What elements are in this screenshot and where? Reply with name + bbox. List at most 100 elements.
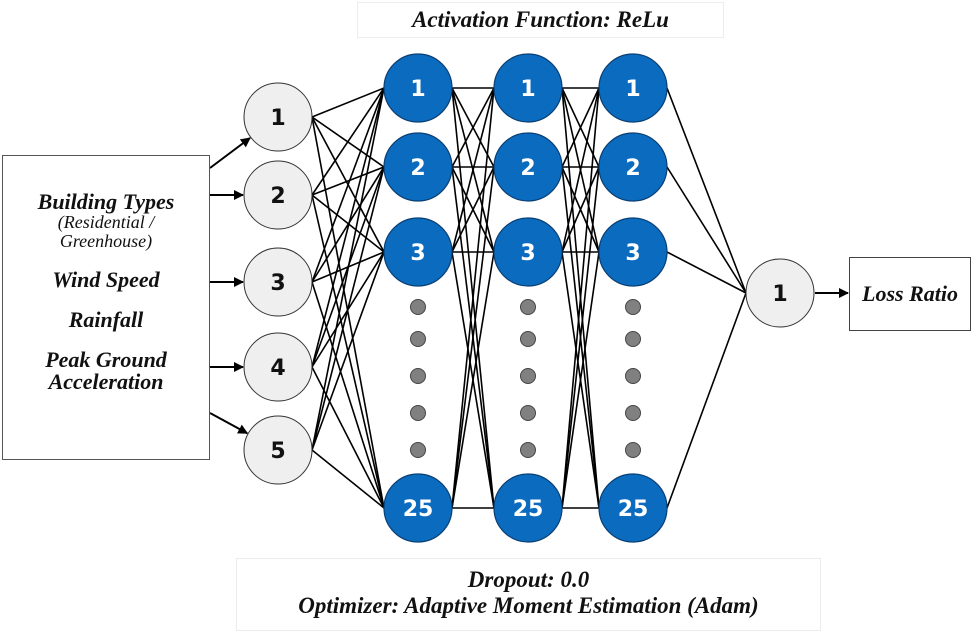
feature-peak-ground: Peak Ground <box>45 347 167 372</box>
edge-hidden-hidden <box>451 87 495 509</box>
input-node-circle <box>243 82 313 152</box>
hidden-node-circle <box>493 132 563 202</box>
edge-hidden-output <box>666 292 747 509</box>
ellipsis-dot <box>410 299 426 315</box>
edge-input-hidden1 <box>311 87 385 196</box>
edge-input-hidden1 <box>311 87 385 451</box>
ellipsis-dot <box>625 299 641 315</box>
ellipsis-dot <box>520 299 536 315</box>
hidden-node-circle <box>493 53 563 123</box>
hidden-node: 3 <box>598 217 668 287</box>
edge-input-hidden1 <box>311 166 385 196</box>
ellipsis-dot <box>410 368 426 384</box>
hidden-node-circle <box>493 473 563 543</box>
ellipsis-dot <box>625 368 641 384</box>
hidden-node-circle <box>493 217 563 287</box>
output-node-circle <box>745 258 815 328</box>
hidden-node-label: 3 <box>625 241 640 266</box>
hidden-node: 25 <box>493 473 563 543</box>
edge-hidden-hidden <box>451 166 495 253</box>
input-node-circle <box>243 415 313 485</box>
edge-hidden-hidden <box>451 251 495 509</box>
ellipsis-dot <box>520 405 536 421</box>
optimizer-label: Optimizer: Adaptive Moment Estimation (A… <box>298 593 759 618</box>
hidden-node: 3 <box>383 217 453 287</box>
activation-function-label: Activation Function: ReLu <box>357 2 724 38</box>
hidden-layer-3: 1 2 3 25 <box>598 53 668 543</box>
hidden-node: 25 <box>598 473 668 543</box>
loss-ratio-box: Loss Ratio <box>849 257 971 331</box>
dropout-label: Dropout: 0.0 <box>467 567 590 592</box>
input-node-label: 4 <box>270 356 285 381</box>
input-node-circle <box>243 332 313 402</box>
input-node-label: 2 <box>270 184 285 209</box>
hidden-node: 2 <box>493 132 563 202</box>
hidden-node: 2 <box>383 132 453 202</box>
hidden-node-circle <box>383 217 453 287</box>
hidden-node-label: 3 <box>520 241 535 266</box>
edge-hidden-hidden <box>561 87 600 168</box>
hidden-node: 25 <box>383 473 453 543</box>
ellipsis-dot <box>410 405 426 421</box>
input-node-circle <box>243 247 313 317</box>
edge-input-hidden1 <box>311 87 385 283</box>
ellipsis-dot <box>410 442 426 458</box>
output-node: 1 <box>745 258 815 328</box>
edge-hidden-hidden <box>561 87 600 253</box>
hidden-node: 1 <box>493 53 563 123</box>
edge-hidden-output <box>666 166 747 294</box>
edge-hidden-hidden <box>451 166 495 509</box>
edge-input-hidden1 <box>311 166 385 451</box>
output-node-label: 1 <box>772 282 787 307</box>
edge-hidden-hidden <box>561 166 600 509</box>
ellipsis-dot <box>410 331 426 347</box>
hidden-node-circle <box>598 217 668 287</box>
loss-ratio-label: Loss Ratio <box>862 281 958 306</box>
hidden-node-label: 2 <box>625 156 640 181</box>
hidden-node-label: 25 <box>618 497 649 522</box>
input-node: 1 <box>243 82 313 152</box>
input-node: 3 <box>243 247 313 317</box>
hidden-node-label: 1 <box>520 77 535 102</box>
hidden-node: 3 <box>493 217 563 287</box>
connection-edges <box>209 87 849 509</box>
input-node: 2 <box>243 160 313 230</box>
edge-input-hidden1 <box>311 87 385 368</box>
hidden-node: 2 <box>598 132 668 202</box>
edge-input-hidden1 <box>311 116 385 509</box>
training-params-box: Dropout: 0.0 Optimizer: Adaptive Moment … <box>236 558 821 631</box>
edge-hidden-output <box>666 251 747 294</box>
feature-building-types: Building Types <box>37 189 175 214</box>
input-node: 4 <box>243 332 313 402</box>
ellipsis-dot <box>520 331 536 347</box>
hidden-node-label: 3 <box>410 241 425 266</box>
ellipsis-dot <box>520 442 536 458</box>
input-node-label: 1 <box>270 106 285 131</box>
edge-input-hidden1 <box>311 251 385 451</box>
hidden-node-circle <box>383 53 453 123</box>
hidden-node: 1 <box>598 53 668 123</box>
hidden-node-label: 25 <box>513 497 544 522</box>
hidden-node-label: 1 <box>625 77 640 102</box>
input-node-label: 3 <box>270 271 285 296</box>
edge-hidden-hidden <box>561 87 600 509</box>
feature-building-types-sub2: Greenhouse) <box>59 231 153 251</box>
hidden-node-circle <box>598 473 668 543</box>
ellipsis-dot <box>625 331 641 347</box>
ellipsis-dot <box>520 368 536 384</box>
hidden-node-circle <box>598 53 668 123</box>
hidden-node-circle <box>383 132 453 202</box>
input-features-box: Building Types (Residential / Greenhouse… <box>2 155 210 460</box>
hidden-layer-1: 1 2 3 25 <box>383 53 453 543</box>
input-node-circle <box>243 160 313 230</box>
edge-hidden-hidden <box>561 166 600 253</box>
input-node: 5 <box>243 415 313 485</box>
edge-hidden-hidden <box>451 87 495 253</box>
hidden-node-label: 25 <box>403 497 434 522</box>
hidden-node: 1 <box>383 53 453 123</box>
input-arrow <box>209 412 249 435</box>
edge-hidden-hidden <box>451 87 495 168</box>
feature-building-types-sub1: (Residential / <box>57 212 155 232</box>
